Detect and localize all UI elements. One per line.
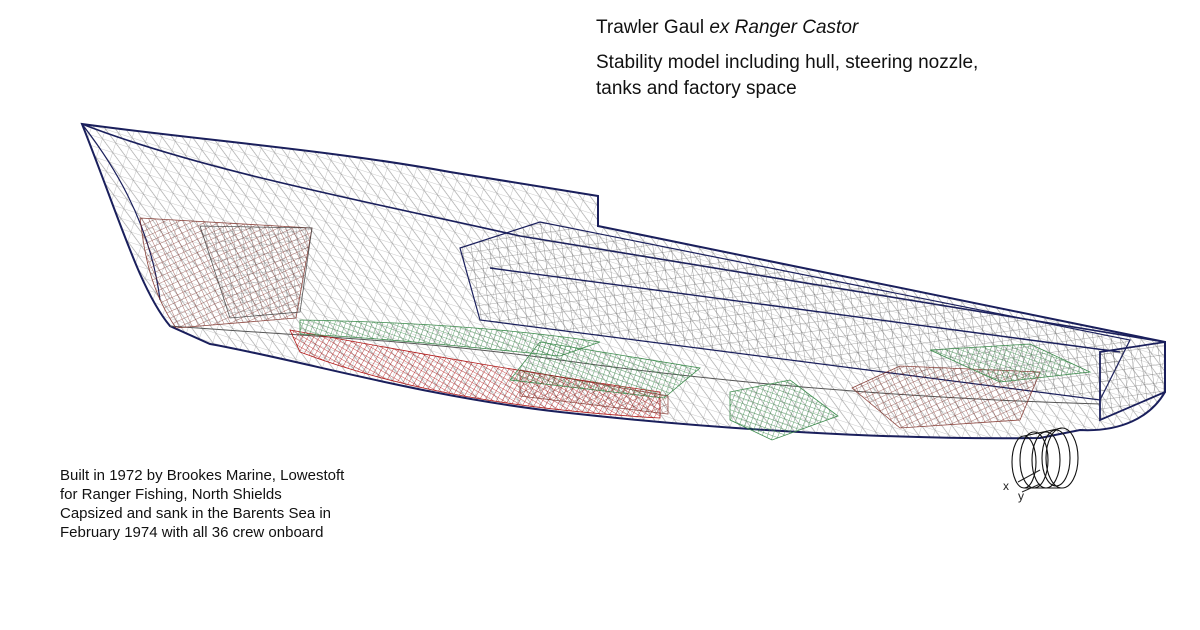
diagram-description: Stability model including hull, steering… xyxy=(596,50,1076,102)
subtitle-line-1: Stability model including hull, steering… xyxy=(596,52,979,73)
history-notes: Built in 1972 by Brookes Marine, Lowesto… xyxy=(60,466,344,542)
note-line-4: February 1974 with all 36 crew onboard xyxy=(60,524,324,541)
page-title: Trawler Gaul ex Ranger Castor xyxy=(596,16,858,40)
tank-green-stern xyxy=(929,343,1092,383)
axis-indicator xyxy=(1017,469,1041,493)
stern-transom xyxy=(1099,340,1166,422)
tank-fore-inner xyxy=(199,225,313,319)
title-former-name: ex Ranger Castor xyxy=(709,17,859,38)
axis-label-x: x xyxy=(1003,479,1009,493)
factory-deck-line xyxy=(489,267,1121,353)
note-line-1: Built in 1972 by Brookes Marine, Lowesto… xyxy=(60,467,345,484)
tanks xyxy=(139,217,1092,441)
deck-line xyxy=(81,123,1166,343)
axis-label-y: y xyxy=(1018,489,1024,503)
subtitle-line-2: tanks and factory space xyxy=(596,78,797,99)
tank-brown-aft xyxy=(851,365,1041,429)
tank-brown-mid xyxy=(519,369,669,415)
note-line-3: Capsized and sank in the Barents Sea in xyxy=(60,505,332,522)
steering-nozzle xyxy=(1011,427,1079,489)
note-line-2: for Ranger Fishing, North Shields xyxy=(60,486,282,503)
title-main: Trawler Gaul xyxy=(596,17,705,38)
tank-green-aft xyxy=(729,379,839,441)
